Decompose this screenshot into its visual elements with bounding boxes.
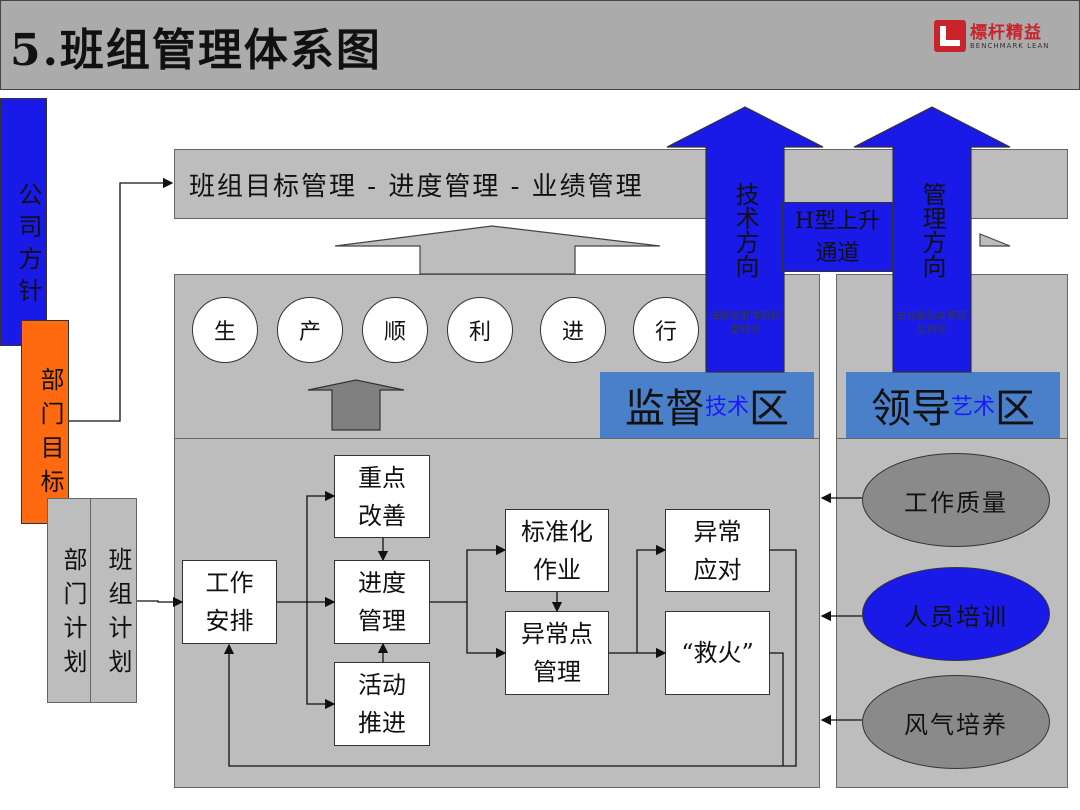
standard-work-box: 标准化作业 (505, 509, 609, 592)
leadership-zone-label: 领导艺术区 (846, 372, 1060, 438)
plan-connector (137, 596, 184, 608)
work-quality-ellipse: 工作质量 (862, 453, 1050, 547)
circle-sheng: 生 (192, 297, 258, 363)
upward-arrow-icon (307, 379, 405, 431)
dept-goal-bar: 部门目标 (21, 320, 69, 524)
circle-jin: 进 (540, 297, 606, 363)
circle-li: 利 (447, 297, 513, 363)
logo-english-name: BENCHMARK LEAN (970, 42, 1050, 50)
header-bar (0, 0, 1080, 90)
firefighting-box: “救火” (665, 611, 770, 695)
logo-chinese-name: 標杆精益 (970, 23, 1042, 43)
company-policy-bar: 公司方针 (0, 98, 47, 346)
abnormal-point-management-box: 异常点管理 (505, 611, 609, 695)
tech-direction-label: 技术方向 (731, 182, 759, 278)
culture-building-ellipse: 风气培养 (862, 675, 1050, 769)
funnel-shape-right (979, 233, 1011, 247)
supervision-zone-label: 监督技术区 (600, 372, 814, 438)
staff-training-ellipse: 人员培训 (862, 567, 1050, 661)
management-direction-label: 管理方向 (918, 182, 946, 278)
activity-promotion-box: 活动推进 (334, 662, 430, 746)
work-arrangement-box: 工作安排 (182, 560, 277, 644)
h-channel-box: H型上升通道 (782, 202, 893, 272)
tech-direction-note: 由技能型向知识型转变 (710, 311, 780, 336)
dept-plan-box: 部门计划 (47, 498, 92, 703)
page-title: 5.班组管理体系图 (10, 25, 382, 76)
management-direction-note: 由技能型向管理型转变 (897, 311, 967, 336)
brand-logo: 標杆精益 BENCHMARK LEAN (934, 20, 1058, 56)
abnormal-response-box: 异常应对 (665, 509, 770, 592)
progress-management-box: 进度管理 (334, 560, 430, 644)
management-direction-arrow-icon (853, 106, 1011, 373)
logo-mark-icon (934, 20, 966, 52)
circle-xing: 行 (633, 297, 699, 363)
circle-shun: 顺 (362, 297, 428, 363)
goal-connector (69, 177, 174, 422)
circle-chan: 产 (277, 297, 343, 363)
key-improvement-box: 重点改善 (334, 455, 430, 538)
funnel-shape (334, 225, 661, 275)
team-plan-box: 班组计划 (90, 498, 137, 703)
